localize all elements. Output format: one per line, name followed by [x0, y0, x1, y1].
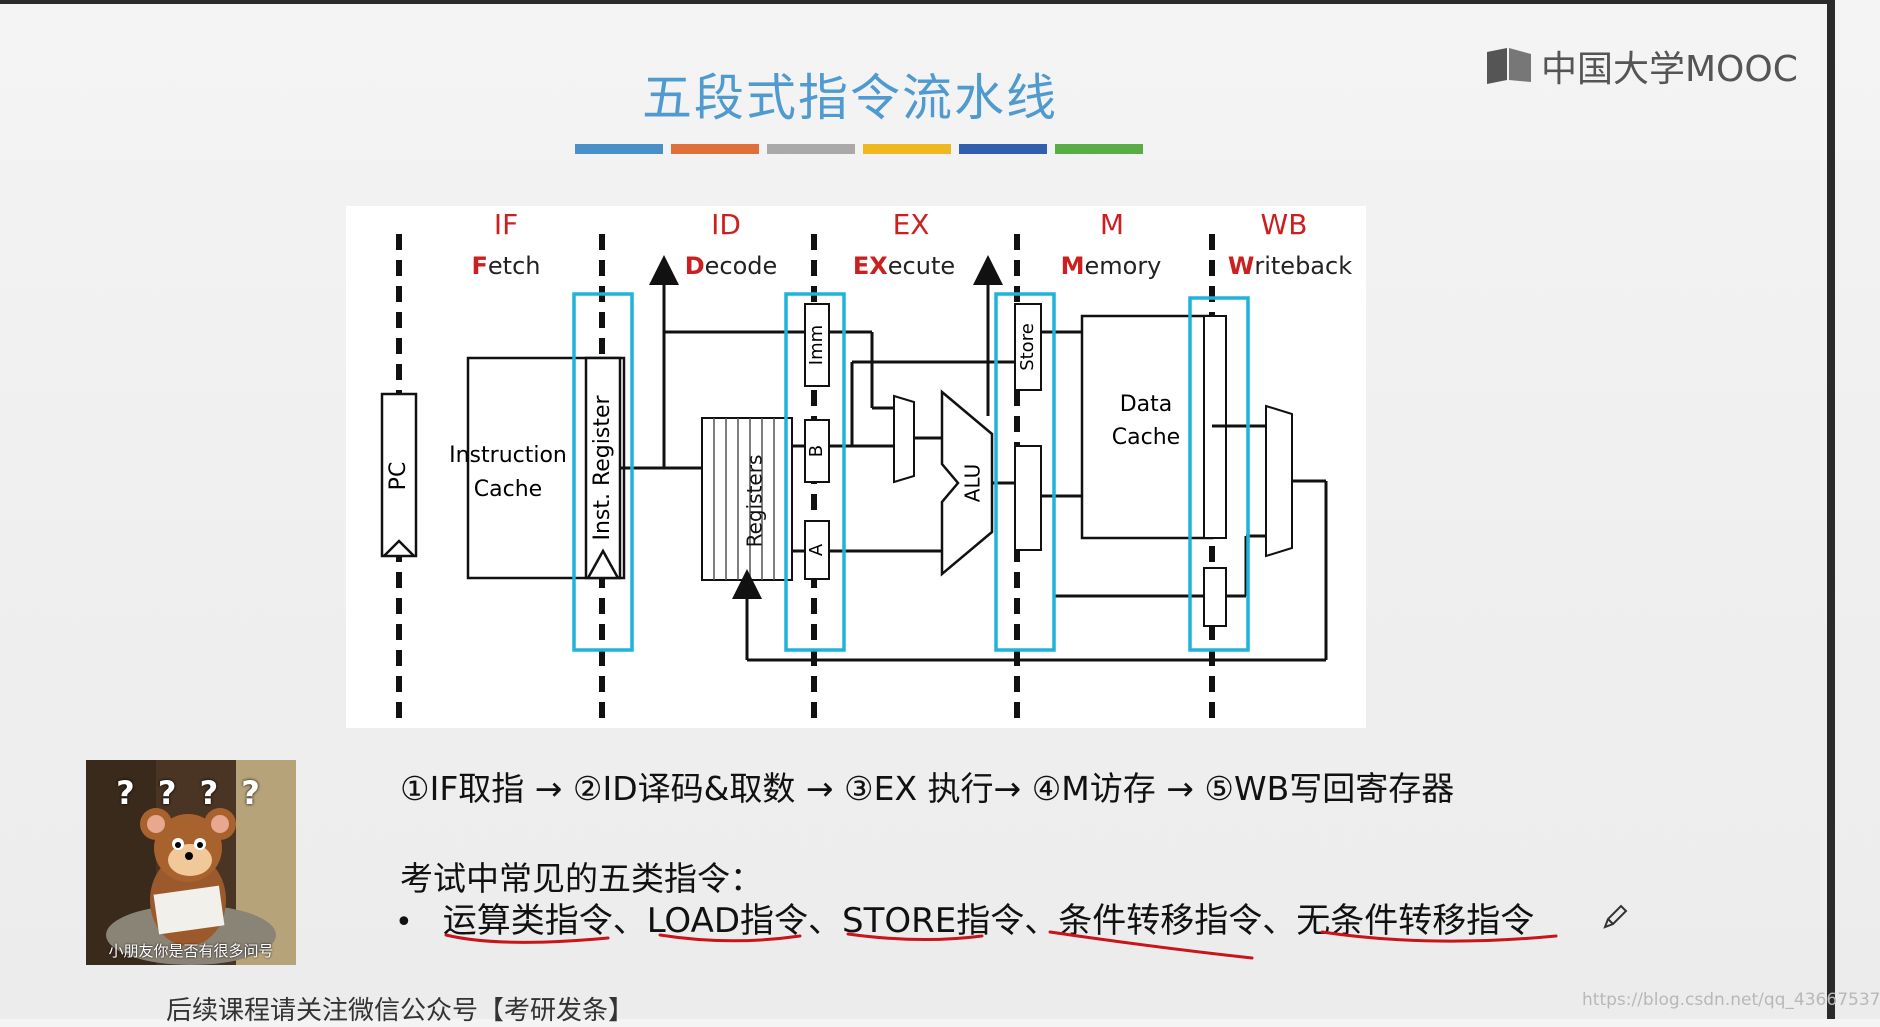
stage-id-abbr: ID	[711, 208, 741, 241]
svg-text:Store: Store	[1017, 323, 1038, 371]
mouse-cartoon-icon	[86, 760, 296, 965]
a-register: A	[804, 520, 830, 580]
data-cache: Data Cache	[1080, 314, 1214, 540]
pipeline-steps: ①IF取指 → ②ID译码&取数 → ③EX 执行→ ④M访存 → ⑤WB写回寄…	[400, 769, 1455, 808]
pipeline-register-highlights	[572, 292, 1250, 652]
stage-if-name: Fetch	[472, 252, 541, 280]
brand-logo: 中国大学MOOC	[1485, 40, 1798, 92]
pc-register: PC	[380, 392, 418, 558]
separator: 、	[1024, 901, 1059, 941]
exam-item-2: STORE指令	[842, 901, 1025, 941]
svg-text:ALU: ALU	[961, 464, 985, 502]
mooc-book-icon	[1487, 48, 1531, 84]
separator: 、	[808, 901, 843, 941]
svg-text:Registers: Registers	[743, 455, 767, 548]
slide-title: 五段式指令流水线	[642, 69, 1058, 127]
exam-item-1: LOAD指令	[646, 901, 809, 941]
svg-text:B: B	[806, 445, 827, 457]
pencil-icon[interactable]	[1600, 902, 1630, 932]
alu: ALU	[940, 389, 994, 577]
svg-text:Data: Data	[1120, 392, 1173, 417]
register-file: Registers	[701, 417, 793, 581]
stage-m-abbr: M	[1100, 208, 1124, 241]
meme-image: ? ? ? ? 小朋友你是否有很多问号	[86, 760, 296, 965]
mem-wb-register-2	[1203, 567, 1227, 627]
brand-name: 中国大学MOOC	[1541, 49, 1798, 90]
color-strip-segment	[671, 144, 759, 154]
bullet-icon: •	[395, 905, 413, 940]
svg-text:Cache: Cache	[474, 477, 542, 502]
stage-headers: IF Fetch ID Decode EX EXecute M Memory W…	[472, 208, 1353, 280]
alu-input-mux	[893, 394, 915, 484]
color-strip-segment	[1055, 144, 1143, 154]
watermark: https://blog.csdn.net/qq_43667537	[1582, 990, 1880, 1010]
meme-caption: 小朋友你是否有很多问号	[108, 942, 274, 960]
svg-text:Instruction: Instruction	[449, 443, 567, 468]
question-marks: ? ? ? ?	[116, 774, 266, 812]
color-strip-segment	[575, 144, 663, 154]
right-border	[1827, 0, 1835, 1019]
stage-wb-abbr: WB	[1261, 208, 1308, 241]
stage-ex-name: EXecute	[853, 252, 955, 280]
stage-wb-name: Writeback	[1228, 252, 1352, 280]
exam-heading: 考试中常见的五类指令：	[400, 859, 763, 898]
datapath-wires	[620, 255, 1328, 662]
color-strip-segment	[863, 144, 951, 154]
color-strip	[575, 144, 1143, 154]
exam-item-4: 无条件转移指令	[1296, 901, 1535, 941]
stage-if-abbr: IF	[494, 208, 518, 241]
stage-ex-abbr: EX	[893, 208, 930, 241]
stage-m-name: Memory	[1061, 252, 1162, 280]
exam-item-3: 条件转移指令	[1058, 901, 1263, 941]
separator: 、	[612, 901, 647, 941]
separator: 、	[1262, 901, 1297, 941]
svg-text:PC: PC	[386, 462, 411, 491]
imm-register: Imm	[804, 303, 830, 387]
color-strip-segment	[767, 144, 855, 154]
color-strip-segment	[959, 144, 1047, 154]
stage-id-name: Decode	[685, 252, 778, 280]
top-border	[0, 0, 1835, 4]
footer-note: 后续课程请关注微信公众号【考研发条】	[166, 996, 635, 1026]
pipeline-svg: IF Fetch ID Decode EX EXecute M Memory W…	[380, 208, 1353, 721]
svg-text:Imm: Imm	[806, 325, 827, 365]
exam-instruction-list: • 运算类指令 、 LOAD指令 、 STORE指令 、 条件转移指令 、 无条…	[395, 893, 1534, 942]
store-register: Store	[1014, 303, 1042, 391]
writeback-mux	[1265, 404, 1293, 558]
exam-item-0: 运算类指令	[442, 901, 613, 941]
b-register: B	[804, 419, 830, 483]
svg-text:A: A	[806, 543, 827, 556]
alu-output-register	[1014, 445, 1042, 551]
pipeline-diagram: IF Fetch ID Decode EX EXecute M Memory W…	[346, 206, 1366, 728]
svg-text:Cache: Cache	[1112, 425, 1180, 450]
svg-text:Inst. Register: Inst. Register	[590, 395, 615, 541]
inst-register: Inst. Register	[584, 356, 622, 580]
